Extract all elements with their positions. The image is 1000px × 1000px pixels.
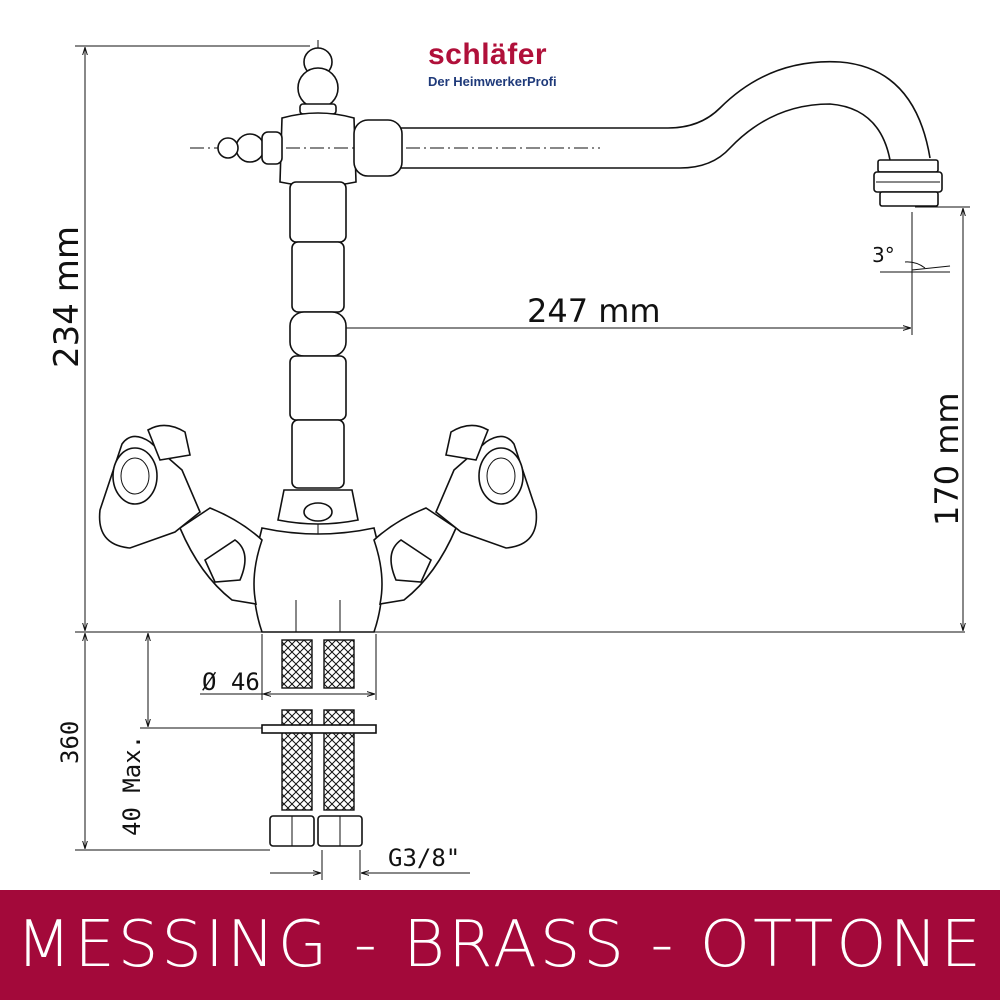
supply-hoses bbox=[261, 639, 377, 847]
angle-label: 3° bbox=[872, 243, 895, 267]
thread-label: G3/8" bbox=[388, 844, 460, 872]
brand-logo: schläfer Der HeimwerkerProfi bbox=[428, 38, 557, 90]
reach-label: 247 mm bbox=[527, 292, 661, 330]
dimension-lines bbox=[75, 45, 970, 880]
hose-length-label: 360 bbox=[56, 721, 84, 764]
brand-name: schläfer bbox=[428, 38, 548, 71]
max-thickness-label: 40 Max. bbox=[118, 735, 146, 836]
material-banner: MESSING - BRASS - OTTONE bbox=[0, 890, 1000, 1000]
brand-tagline: Der HeimwerkerProfi bbox=[428, 74, 557, 89]
spout-height-label: 170 mm bbox=[928, 392, 966, 526]
total-height-label: 234 mm bbox=[47, 226, 87, 368]
material-banner-text: MESSING - BRASS - OTTONE bbox=[16, 908, 984, 982]
faucet-outline bbox=[98, 40, 943, 633]
hole-diameter-label: Ø 46 bbox=[202, 668, 260, 696]
faucet-technical-drawing: 234 mm 247 mm 170 mm 3° Ø 46 360 40 Max.… bbox=[47, 40, 970, 880]
